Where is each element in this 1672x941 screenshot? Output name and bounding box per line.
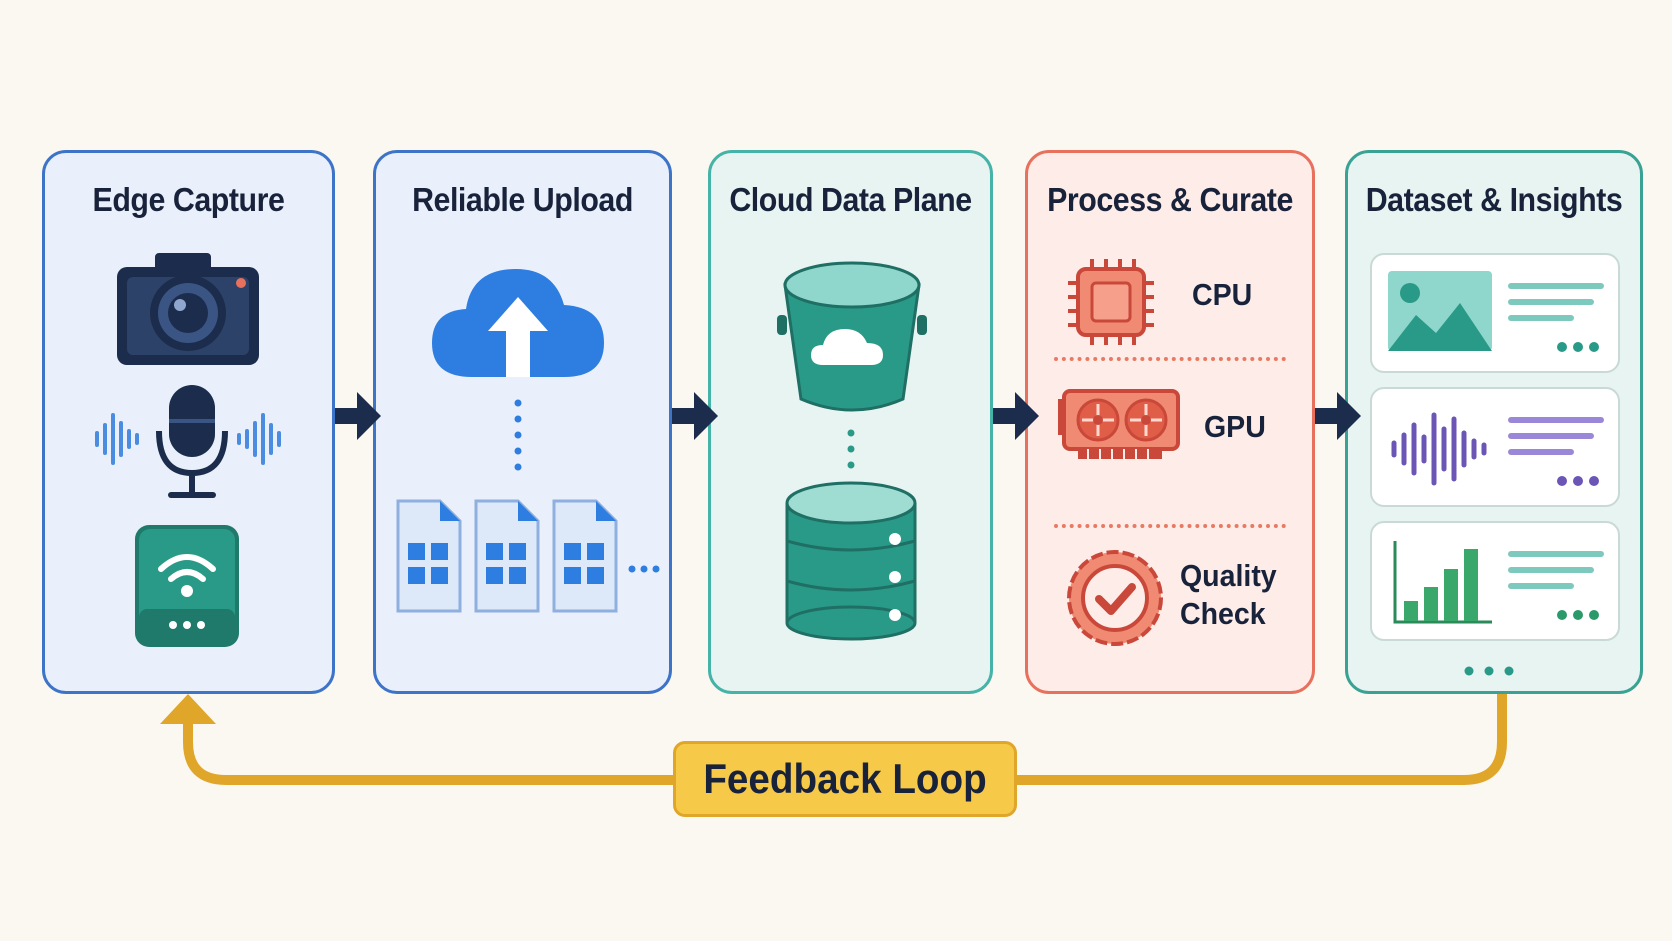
stage-title: Cloud Data Plane (729, 181, 972, 218)
microphone-icon (156, 385, 228, 498)
divider (1054, 357, 1286, 361)
stage-cloud-data-plane: Cloud Data Plane (708, 150, 993, 694)
camera-icon (117, 253, 259, 365)
gpu-icon (1058, 389, 1180, 459)
stage-title: Dataset & Insights (1365, 181, 1623, 218)
text-lines (1508, 551, 1604, 620)
text-lines (1508, 283, 1604, 352)
cloud-upload-icon (432, 269, 604, 377)
file-icon (552, 499, 618, 613)
stage-edge-capture: Edge Capture (42, 150, 335, 694)
stage-title: Edge Capture (92, 181, 285, 218)
file-icon (474, 499, 540, 613)
quality-check-badge-icon (1067, 550, 1163, 646)
upload-dots (514, 399, 522, 471)
quality-check-label: Quality Check (1180, 558, 1277, 631)
stage-title: Reliable Upload (412, 181, 633, 218)
audio-card (1370, 387, 1620, 507)
audio-wave-icon (1391, 412, 1487, 486)
feedback-loop-text: Feedback Loop (703, 755, 987, 802)
arrow-right-icon (1315, 392, 1361, 440)
sound-wave-icon (95, 413, 139, 465)
arrow-right-icon (993, 392, 1039, 440)
cpu-label: CPU (1192, 277, 1253, 312)
database-icon (785, 481, 917, 641)
wifi-device-icon (135, 525, 239, 647)
image-icon (1388, 271, 1492, 351)
text-lines (1508, 417, 1604, 486)
link-dots (847, 429, 855, 469)
stage-title: Process & Curate (1047, 181, 1293, 218)
file-icon (396, 499, 462, 613)
cloud-bucket-icon (777, 261, 927, 412)
stage-dataset-insights: Dataset & Insights (1345, 150, 1643, 694)
arrow-right-icon (672, 392, 718, 440)
more-dots (628, 565, 660, 573)
divider (1054, 524, 1286, 528)
feedback-loop-label: Feedback Loop (673, 741, 1017, 817)
stage-reliable-upload: Reliable Upload (373, 150, 672, 694)
chart-card (1370, 521, 1620, 641)
stage-process-curate: Process & Curate CPU GPU (1025, 150, 1315, 694)
cpu-icon (1068, 259, 1154, 345)
sound-wave-icon (237, 413, 281, 465)
gpu-label: GPU (1204, 409, 1266, 444)
bar-chart-icon (1393, 541, 1492, 624)
more-dots (1464, 666, 1514, 676)
image-card (1370, 253, 1620, 373)
arrow-right-icon (335, 392, 381, 440)
